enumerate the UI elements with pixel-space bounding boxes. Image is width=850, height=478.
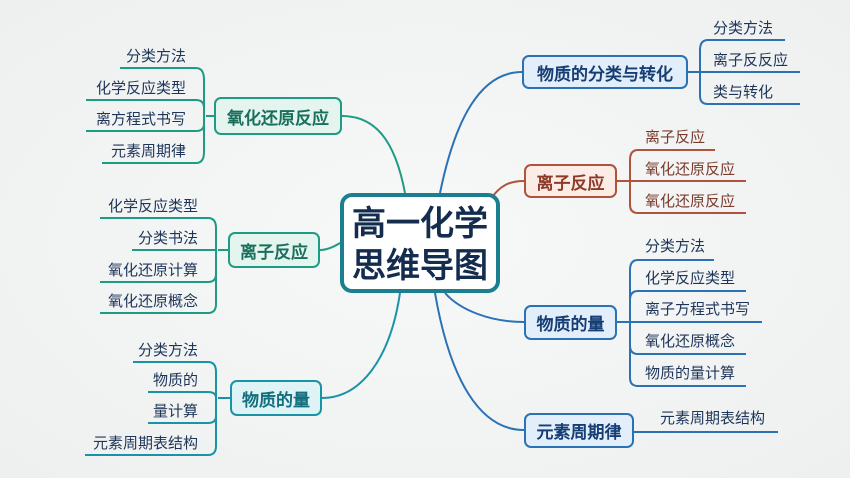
leaf[interactable]: 分类方法 bbox=[137, 341, 198, 359]
leaf[interactable]: 氧化还原计算 bbox=[107, 261, 198, 279]
leaf[interactable]: 氧化还原概念 bbox=[645, 332, 736, 350]
leaf[interactable]: 离子方程式书写 bbox=[645, 300, 751, 318]
leaf[interactable]: 物质的量计算 bbox=[645, 364, 736, 382]
leaf[interactable]: 离子反反应 bbox=[713, 51, 789, 69]
central-topic[interactable]: 高一化学 思维导图 bbox=[340, 193, 500, 293]
branch-classification-transformation[interactable]: 物质的分类与转化 bbox=[522, 55, 688, 89]
branch-ionic-reaction-left[interactable]: 离子反应 bbox=[228, 232, 320, 268]
leaf[interactable]: 分类方法 bbox=[645, 237, 706, 255]
branch-amount-of-substance-right[interactable]: 物质的量 bbox=[524, 305, 617, 340]
leaf[interactable]: 化学反应类型 bbox=[107, 197, 198, 215]
branch-amount-of-substance-left[interactable]: 物质的量 bbox=[230, 380, 322, 416]
leaf[interactable]: 量计算 bbox=[152, 402, 198, 420]
leaf[interactable]: 元素周期表结构 bbox=[660, 409, 766, 427]
leaf[interactable]: 氧化还原反应 bbox=[645, 192, 736, 210]
central-topic-line2: 思维导图 bbox=[352, 246, 488, 286]
connector-center-amount-left bbox=[321, 292, 401, 399]
leaf[interactable]: 氧化还原概念 bbox=[107, 292, 198, 310]
connector-center-amount-right bbox=[444, 292, 525, 323]
connector-center-redox bbox=[341, 115, 406, 194]
leaf[interactable]: 分类方法 bbox=[125, 47, 186, 65]
leaf[interactable]: 离方程式书写 bbox=[95, 110, 186, 128]
leaf[interactable]: 元素周期表结构 bbox=[92, 434, 198, 452]
leaf[interactable]: 化学反应类型 bbox=[95, 79, 186, 97]
connector-center-classification bbox=[439, 71, 523, 194]
leaf[interactable]: 分类方法 bbox=[713, 19, 774, 37]
leaf[interactable]: 离子反应 bbox=[645, 128, 706, 146]
leaf[interactable]: 分类书法 bbox=[137, 229, 198, 247]
leaf[interactable]: 类与转化 bbox=[713, 83, 774, 101]
branch-redox-reaction[interactable]: 氧化还原反应 bbox=[214, 97, 342, 135]
connector-center-periodic bbox=[434, 292, 525, 431]
branch-periodic-law[interactable]: 元素周期律 bbox=[524, 413, 634, 448]
connector-center-ionic-left bbox=[319, 242, 341, 251]
branch-ionic-reaction-right[interactable]: 离子反应 bbox=[524, 164, 617, 198]
leaf[interactable]: 氧化还原反应 bbox=[645, 160, 736, 178]
leaf[interactable]: 物质的 bbox=[152, 371, 198, 389]
leaf[interactable]: 化学反应类型 bbox=[645, 269, 736, 287]
central-topic-line1: 高一化学 bbox=[352, 204, 488, 244]
leaf[interactable]: 元素周期律 bbox=[110, 142, 186, 160]
